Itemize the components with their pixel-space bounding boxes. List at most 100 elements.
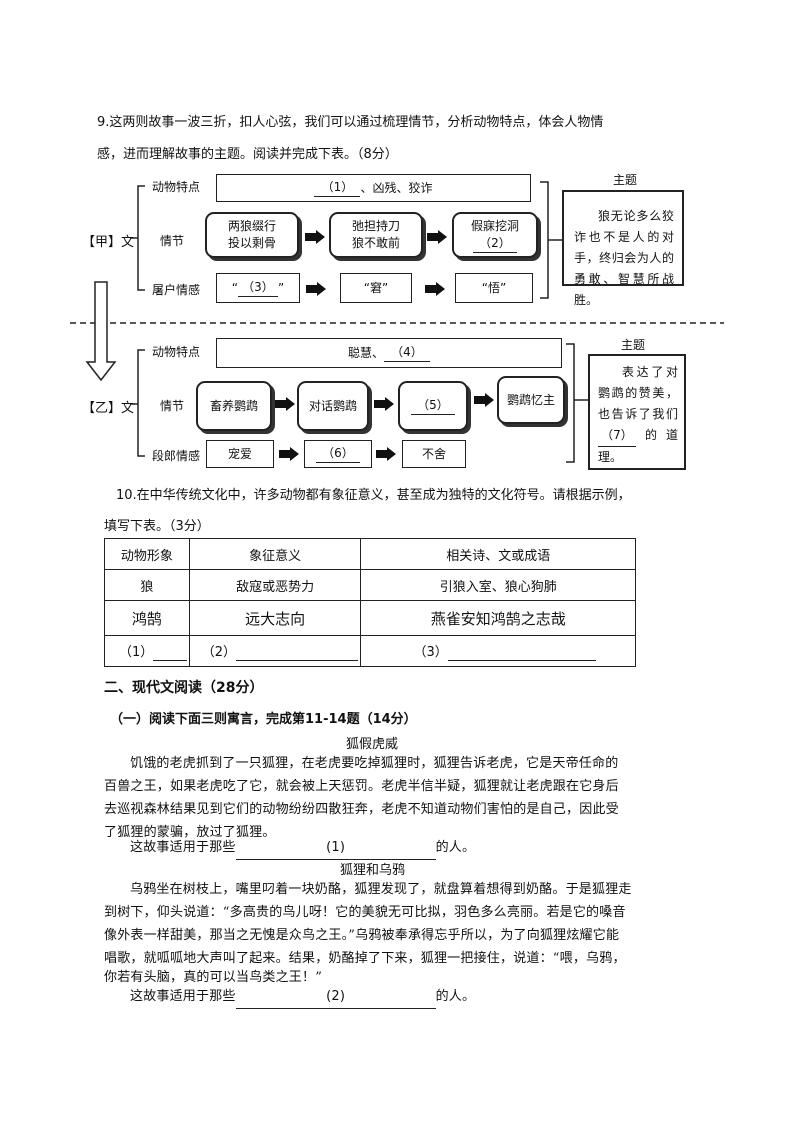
yi-emotion-3: 不舍 [402,440,466,468]
story2-title: 狐狸和乌鸦 [340,863,406,878]
table-cell: 鸿鹄 [104,600,190,636]
story2-line-1: 乌鸦坐在树枝上，嘴里叼着一块奶酪，狐狸发现了，就盘算着想得到奶酪。于是狐狸走 [130,882,632,897]
story1-blank[interactable]: (1) [235,836,436,860]
yi-plot-3: （5） [398,381,468,431]
section-subtitle: （一）阅读下面三则寓言，完成第11-14题（14分） [110,712,417,727]
q10-blank-2[interactable] [236,645,359,661]
jia-plot-2-line2: 狼不敢前 [351,236,400,250]
yi-label: 【乙】文 [82,401,135,416]
story1-title: 狐假虎威 [346,737,399,752]
blank-2[interactable]: （2） [473,235,517,253]
story1-line-3: 去巡视森林结果见到它们的动物纷纷四散狂奔，老虎不知道动物们害怕的是自己，因此受 [104,802,619,817]
story2-line-3: 像外表一样甜美，那当之无愧是众鸟之王。”乌鸦被奉承得忘乎所以，为了向狐狸炫耀它能 [104,928,620,943]
table-blank-row: （1） （2） （3） [104,635,636,667]
yi-theme-title: 主题 [621,338,646,352]
q10-intro-line2: 填写下表。（3分） [104,519,210,534]
arrow-right-icon [474,393,494,407]
table-cell[interactable]: （1） [104,635,190,667]
table-cell: 敌寇或恶势力 [188,569,362,601]
story1-fill: 这故事适用于那些(1)的人。 [130,836,475,860]
table-header-cell: 动物形象 [104,538,190,570]
table-cell[interactable]: （3） [360,635,636,667]
story1-line-2: 百兽之王，如果老虎吃了它，就会被上天惩罚。老虎半信半疑，狐狸就让老虎跟在它身后 [104,779,619,794]
arrow-right-icon [279,447,299,461]
jia-animal-traits-text: 、凶残、狡诈 [360,180,433,195]
jia-plot-1: 两狼缀行 投以剩骨 [205,212,299,258]
story1-line-1: 饥饿的老虎抓到了一只狐狸，在老虎要吃掉狐狸时，狐狸告诉老虎，它是天帝任命的 [130,756,619,771]
jia-theme-title: 主题 [613,173,638,187]
jia-emotion-2: “窘” [340,273,412,303]
story1-fill-prefix: 这故事适用于那些 [130,840,236,855]
table-row: 鸿鹄 远大志向 燕雀安知鸿鹄之志哉 [104,600,636,636]
jia-label: 【甲】文 [82,235,135,250]
q10-blank-1[interactable] [153,645,188,661]
yi-theme-text-2: 的道理。 [598,428,678,464]
q9-intro-line1: 9.这两则故事一波三折，扣人心弦，我们可以通过梳理情节，分析动物特点，体会人物情 [97,115,604,130]
arrow-right-icon [427,230,447,244]
jia-row-plot: 情节 [160,234,185,248]
yi-plot-1: 畜养鹦鹉 [196,381,272,431]
jia-plot-2-line1: 弛担持刀 [351,219,400,233]
story2-blank[interactable]: (2) [235,985,436,1009]
arrow-right-icon [306,282,326,296]
blank-3[interactable]: （3） [238,279,278,297]
jia-emotion-1: “ （3） ” [216,273,300,303]
table-header-cell: 象征意义 [188,538,362,570]
arrow-right-icon [376,447,396,461]
story2-fill: 这故事适用于那些(2)的人。 [130,985,475,1009]
story2-fill-prefix: 这故事适用于那些 [130,989,236,1004]
story2-line-5: 你若有头脑，真的可以当鸟类之王！” [104,970,323,985]
table-cell: 引狼入室、狼心狗肺 [360,569,636,601]
jia-theme-box: 狼无论多么狡诈也不是人的对手，终归会为人的勇敢、智慧所战胜。 [562,190,684,307]
table-header-row: 动物形象 象征意义 相关诗、文或成语 [104,538,636,570]
jia-plot-3-line1: 假寐挖洞 [470,218,519,233]
jia-row-emotion: 屠户情感 [152,283,201,297]
jia-row-animal: 动物特点 [152,180,201,194]
yi-animal-traits-box: 聪慧、 （4） [216,338,562,368]
jia-emotion-1-close: ” [278,280,285,295]
jia-emotion-1-open: “ [231,280,238,295]
table-row: 狼 敌寇或恶势力 引狼入室、狼心狗肺 [104,569,636,601]
blank-4[interactable]: （4） [384,344,430,362]
story2-line-2: 到树下，仰头说道：“多高贵的鸟儿呀！它的美貌无可比拟，羽色多么亮丽。若是它的嗓音 [104,905,626,920]
section-title: 二、现代文阅读（28分） [104,680,264,696]
blank-1[interactable]: （1） [314,179,361,197]
table-cell: 狼 [104,569,190,601]
table-header-cell: 相关诗、文或成语 [360,538,636,570]
jia-animal-traits-box: （1） 、凶残、狡诈 [216,174,531,202]
jia-emotion-3: “悟” [455,273,533,303]
jia-plot-1-line2: 投以剩骨 [227,236,276,250]
blank-6[interactable]: （6） [316,445,360,463]
blank-7[interactable]: （7） [598,425,636,447]
yi-plot-4: 鹦鹉忆主 [497,376,565,424]
story2-line-4: 唱歌，就呱呱地大声叫了起来。结果，奶酪掉了下来，狐狸一把接住，说道：“喂，乌鸦， [104,951,626,966]
yi-row-emotion: 段郎情感 [152,449,201,463]
q9-intro-line2: 感，进而理解故事的主题。阅读并完成下表。（8分） [97,147,398,162]
jia-theme-text: 狼无论多么狡诈也不是人的对手，终归会为人的勇敢、智慧所战胜。 [574,209,674,307]
story1-line-4: 了狐狸的蒙骗，放过了狐狸。 [104,825,276,840]
yi-row-animal: 动物特点 [152,345,201,359]
arrow-right-icon [425,282,445,296]
q10-intro-line1: 10.在中华传统文化中，许多动物都有象征意义，甚至成为独特的文化符号。请根据示例… [116,488,631,503]
blank-5[interactable]: （5） [411,397,455,415]
yi-plot-2: 对话鹦鹉 [297,381,369,431]
yi-theme-box: 表达了对鹦鹉的赞美，也告诉了我们 （7）的道理。 [588,354,686,470]
table-cell[interactable]: （2） [188,635,362,667]
q10-blank-1-label: （1） [119,645,154,660]
q10-table: 动物形象 象征意义 相关诗、文或成语 狼 敌寇或恶势力 引狼入室、狼心狗肺 鸿鹄… [104,538,636,667]
jia-plot-2: 弛担持刀 狼不敢前 [329,212,423,258]
yi-theme-text-1: 表达了对鹦鹉的赞美，也告诉了我们 [598,365,678,421]
yi-animal-traits-text: 聪慧、 [347,345,384,360]
table-cell: 远大志向 [188,600,362,636]
yi-emotion-2: （6） [304,440,372,468]
yi-row-plot: 情节 [160,399,185,413]
table-cell: 燕雀安知鸿鹄之志哉 [360,600,636,636]
q10-blank-3-label: （3） [413,645,448,660]
jia-plot-3: 假寐挖洞 （2） [452,212,538,258]
arrow-right-icon [305,230,325,244]
story2-fill-suffix: 的人。 [435,989,476,1004]
jia-plot-1-line1: 两狼缀行 [227,219,276,233]
q10-blank-2-label: （2） [201,645,237,660]
yi-emotion-1: 宠爱 [206,440,274,468]
q10-blank-3[interactable] [447,645,596,661]
